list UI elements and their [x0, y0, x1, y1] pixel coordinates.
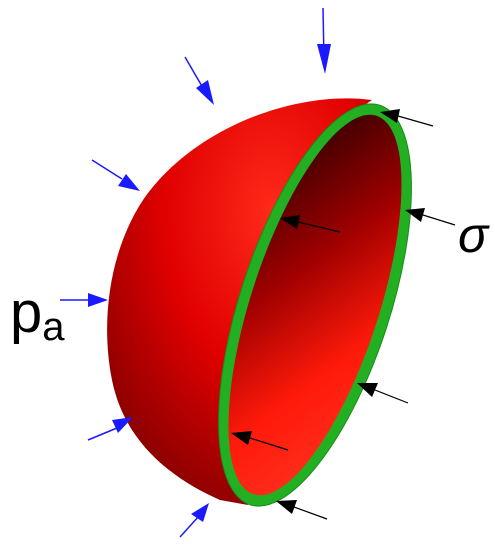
hemisphere-inner-surface: [228, 114, 402, 496]
black-arrow-icon: [280, 215, 341, 233]
blue-arrow-icon: [91, 159, 140, 191]
stress-label: σ: [458, 207, 490, 263]
black-arrow-icon: [380, 109, 434, 127]
black-arrow-icon: [231, 431, 289, 451]
blue-arrow-icon: [184, 56, 214, 105]
blue-arrow-icon: [317, 7, 331, 74]
black-arrow-icon: [405, 208, 456, 226]
external-pressure-subscript: a: [42, 305, 65, 349]
blue-arrow-icon: [179, 503, 209, 538]
black-arrow-icon: [276, 500, 328, 520]
stress-arrows: [231, 109, 456, 520]
external-pressure-label: pa: [10, 280, 65, 349]
external-pressure-symbol: p: [10, 280, 42, 345]
blue-arrow-icon: [60, 293, 108, 307]
blue-arrow-icon: [87, 417, 133, 441]
black-arrow-icon: [357, 383, 409, 404]
pressure-arrows: [60, 7, 331, 538]
